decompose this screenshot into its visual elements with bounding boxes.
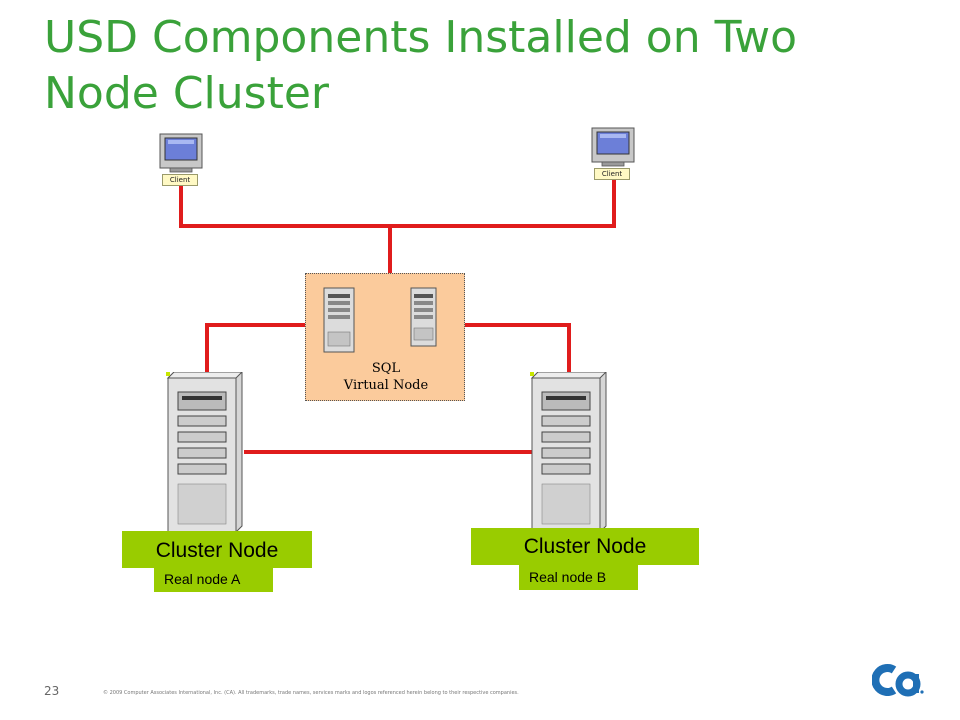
server-tower-icon <box>166 372 243 532</box>
cluster-node-a-label: Cluster Node <box>122 531 312 568</box>
wire-vnode-left-drop <box>205 323 209 378</box>
wire-vnode-right <box>464 323 571 327</box>
client-workstation-icon <box>591 127 635 167</box>
cluster-node-a-sublabel: Real node A <box>154 568 273 592</box>
wire-bus-to-vnode <box>388 224 392 274</box>
wire-client-a-drop <box>179 186 183 227</box>
client-workstation-b: Client <box>588 126 638 180</box>
client-workstation-icon <box>159 133 203 173</box>
virtual-node-line1: SQL <box>371 361 401 376</box>
slide-title: USD Components Installed on Two Node Clu… <box>44 12 798 119</box>
wire-heartbeat <box>244 450 532 454</box>
client-label: Client <box>162 174 198 186</box>
copyright-notice: © 2009 Computer Associates International… <box>103 690 519 696</box>
cluster-node-b-label: Cluster Node <box>471 528 699 565</box>
cluster-node-b-sublabel: Real node B <box>519 565 638 590</box>
wire-client-b-drop <box>612 180 616 227</box>
server-tower-icon <box>410 287 437 347</box>
wire-vnode-left <box>205 323 306 327</box>
server-tower-icon <box>530 372 607 532</box>
virtual-node-label: SQL Virtual Node <box>306 360 466 394</box>
page-number: 23 <box>44 684 60 698</box>
wire-vnode-right-drop <box>567 323 571 378</box>
wire-client-bus <box>179 224 616 228</box>
virtual-node-line2: Virtual Node <box>343 378 429 393</box>
sql-virtual-node: SQL Virtual Node <box>305 273 465 401</box>
client-workstation-a: Client <box>156 132 206 186</box>
server-tower-icon <box>323 287 355 353</box>
ca-logo <box>872 664 924 697</box>
client-label: Client <box>594 168 630 180</box>
